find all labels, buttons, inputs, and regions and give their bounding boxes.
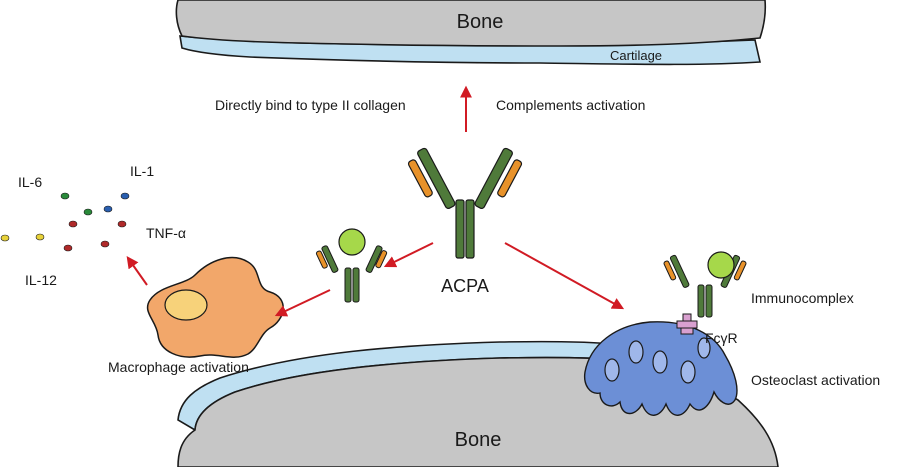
cytokine-dot-icon xyxy=(60,192,70,200)
bone-bottom-label: Bone xyxy=(455,429,502,451)
arrow-icon xyxy=(126,256,148,286)
tnf-label: TNF-α xyxy=(146,225,186,241)
cytokine-dots xyxy=(0,192,130,252)
cytokine-dot-icon xyxy=(0,234,10,242)
arrows xyxy=(126,85,625,317)
acpa-label: ACPA xyxy=(441,276,489,296)
cytokine-dot-icon xyxy=(68,220,78,228)
cytokine-dot-icon xyxy=(117,220,127,228)
macrophage-label: Macrophage activation xyxy=(108,359,249,375)
cytokine-dot-icon xyxy=(120,192,130,200)
acpa-antibody-icon xyxy=(407,147,523,259)
il12-label: IL-12 xyxy=(25,272,57,288)
fcgr-label: FcγR xyxy=(705,330,738,346)
cytokine-dot-icon xyxy=(63,244,73,252)
cytokine-dot-icon xyxy=(103,205,113,213)
bone-top-label: Bone xyxy=(457,11,504,33)
complements-label: Complements activation xyxy=(496,97,645,113)
cytokine-dot-icon xyxy=(35,233,45,241)
osteoclast-icon xyxy=(583,321,738,416)
il1-label: IL-1 xyxy=(130,163,154,179)
receptor-icon xyxy=(676,313,698,335)
direct-bind-label: Directly bind to type II collagen xyxy=(215,97,406,113)
arrow-icon xyxy=(383,242,434,268)
top-bone xyxy=(175,0,767,47)
arrow-icon xyxy=(274,289,331,317)
cytokine-dot-icon xyxy=(100,240,110,248)
il6-label: IL-6 xyxy=(18,174,42,190)
small-antibody-icon xyxy=(315,228,388,303)
cartilage-label: Cartilage xyxy=(610,48,662,63)
cytokine-dot-icon xyxy=(83,208,93,216)
top-bone-group: Bone Cartilage xyxy=(175,0,767,66)
macrophage-icon xyxy=(146,256,284,358)
immunocomplex-label: Immunocomplex xyxy=(751,290,854,306)
immunocomplex-antibody-icon xyxy=(663,251,747,318)
osteoclast-label: Osteoclast activation xyxy=(751,372,880,388)
arrow-icon xyxy=(504,242,625,310)
